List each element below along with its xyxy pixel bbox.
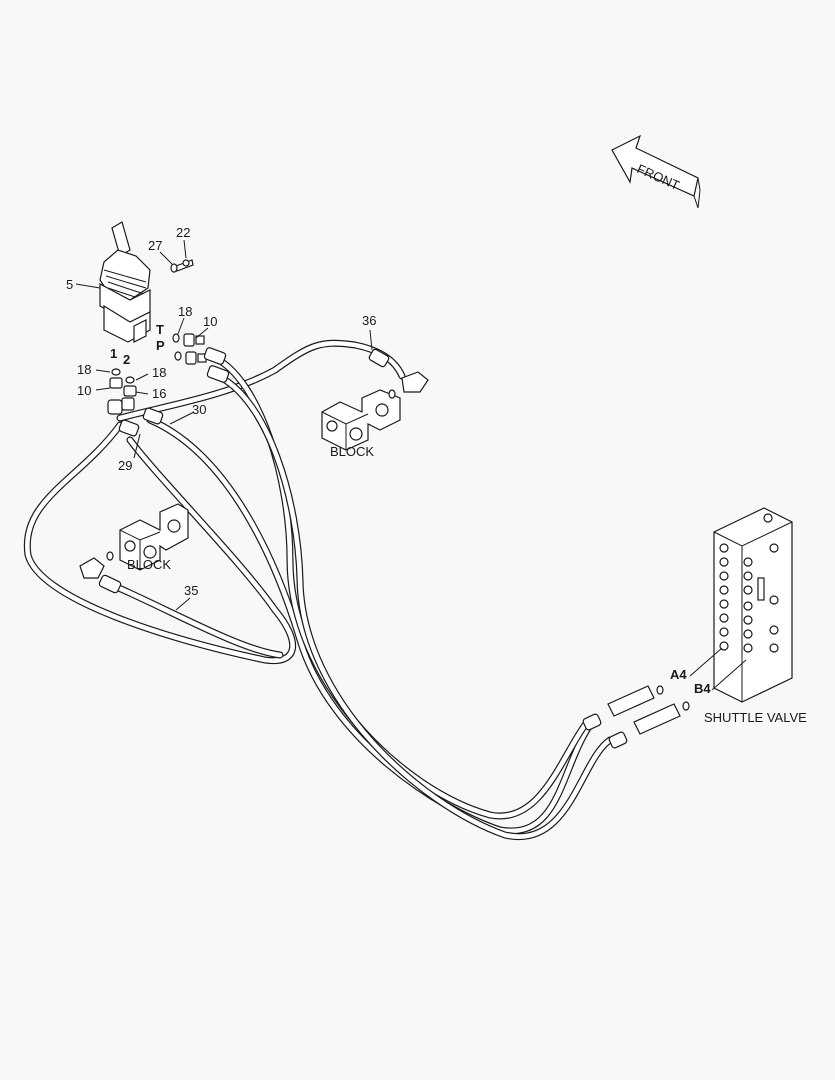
hose-loop-lower xyxy=(23,421,296,665)
callout-35: 35 xyxy=(184,583,198,598)
callout-18-left: 18 xyxy=(77,362,91,377)
port-label-p: P xyxy=(156,338,165,353)
hose-30 xyxy=(146,416,594,835)
callout-16: 16 xyxy=(152,386,166,401)
label-block-lower: BLOCK xyxy=(127,557,171,572)
callout-30: 30 xyxy=(192,402,206,417)
callout-22: 22 xyxy=(176,225,190,240)
leader-lines xyxy=(75,239,747,691)
fittings-port-2 xyxy=(121,376,137,411)
callout-36: 36 xyxy=(362,313,376,328)
hose-upper-a xyxy=(211,354,589,820)
joystick-pilot-valve xyxy=(99,221,151,343)
port-label-b4: B4 xyxy=(694,681,711,696)
shuttle-valve xyxy=(713,507,793,703)
block-upper xyxy=(321,371,429,451)
port-label-1: 1 xyxy=(110,346,117,361)
callout-18-right: 18 xyxy=(152,365,166,380)
fittings-port-1 xyxy=(107,368,123,415)
hose-35-lower xyxy=(108,581,284,659)
fittings-a4-b4 xyxy=(582,685,690,749)
washer-27 xyxy=(170,263,178,273)
fittings-p-port xyxy=(174,351,207,365)
callout-27: 27 xyxy=(148,238,162,253)
callout-18-top: 18 xyxy=(178,304,192,319)
hose-end-fittings xyxy=(98,347,390,594)
port-label-t: T xyxy=(156,322,164,337)
block-lower xyxy=(79,503,189,579)
hose-upper-b xyxy=(214,372,614,841)
callout-10-left: 10 xyxy=(77,383,91,398)
port-label-2: 2 xyxy=(123,352,130,367)
callout-10-top: 10 xyxy=(203,314,217,329)
label-shuttle-valve: SHUTTLE VALVE xyxy=(704,710,807,725)
fittings-t-port xyxy=(172,333,205,347)
callout-5: 5 xyxy=(66,277,73,292)
bolt-22 xyxy=(175,259,194,272)
port-label-a4: A4 xyxy=(670,667,687,682)
hose-35 xyxy=(116,339,406,422)
label-block-upper: BLOCK xyxy=(330,444,374,459)
callout-29: 29 xyxy=(118,458,132,473)
front-arrow-icon: FRONT xyxy=(611,134,701,209)
